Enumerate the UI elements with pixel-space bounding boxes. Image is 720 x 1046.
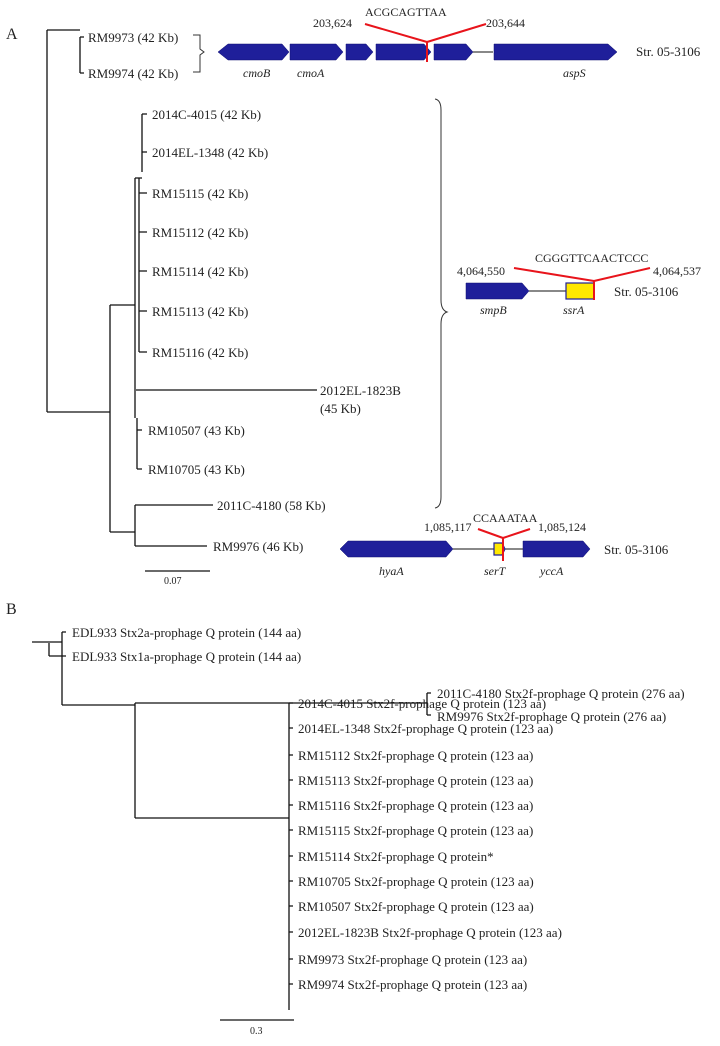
insertion-marker-1	[364, 23, 487, 62]
bracket-rm997x	[193, 34, 205, 73]
insertion-3-seq: CCAAATAA	[473, 511, 538, 525]
taxon-a-label: RM15113 (42 Kb)	[152, 304, 248, 319]
gene-arrow-cmoB	[217, 43, 290, 61]
scale-bar-a-label: 0.07	[164, 576, 182, 587]
taxon-a-label: 2012EL-1823B	[320, 383, 401, 398]
gene-label-smpB: smpB	[480, 303, 507, 317]
taxon-b-label: RM15112 Stx2f-prophage Q protein (123 aa…	[298, 748, 533, 763]
tree-b-leaf-ticks	[289, 702, 293, 985]
taxon-b-label: RM9973 Stx2f-prophage Q protein (123 aa)	[298, 952, 527, 967]
tree-b-123aa-clade	[135, 703, 290, 1010]
taxon-b-label: RM15116 Stx2f-prophage Q protein (123 aa…	[298, 798, 533, 813]
insertion-1-right: 203,644	[486, 16, 525, 30]
gene-box-ssrA	[565, 282, 595, 300]
insertion-site-3: CCAAATAA 1,085,117 1,085,124 Str. 05-310…	[339, 511, 669, 578]
gene-label-cmoB: cmoB	[243, 66, 271, 80]
insertion-site-1: ACGCAGTTAA 203,624 203,644 Str. 05-3106 …	[217, 5, 701, 80]
taxon-a-label: RM10705 (43 Kb)	[148, 462, 245, 477]
taxon-b-label: 2012EL-1823B Stx2f-prophage Q protein (1…	[298, 925, 562, 940]
insertion-marker-2	[513, 267, 651, 300]
gene-label-hyaA: hyaA	[379, 564, 404, 578]
gene-arrow-5	[433, 43, 474, 61]
tree-a-bottom-pair	[134, 504, 213, 547]
taxon-a-label: 2014EL-1348 (42 Kb)	[152, 145, 268, 160]
taxon-b-label: RM9974 Stx2f-prophage Q protein (123 aa)	[298, 977, 527, 992]
gene-arrow-4	[375, 43, 432, 61]
gene-label-yccA: yccA	[539, 564, 564, 578]
taxon-a-label: 2011C-4180 (58 Kb)	[217, 498, 326, 513]
gene-label-aspS: aspS	[563, 66, 586, 80]
taxon-a-label: RM15112 (42 Kb)	[152, 225, 248, 240]
gene-arrow-aspS	[493, 43, 618, 61]
tree-a-2014-clade	[135, 113, 147, 179]
taxon-b-label: 2014C-4015 Stx2f-prophage Q protein (123…	[298, 696, 546, 711]
taxon-b-label: 2014EL-1348 Stx2f-prophage Q protein (12…	[298, 721, 553, 736]
tree-b-276aa-clade	[135, 692, 431, 716]
panel-a-label: A	[6, 26, 18, 43]
gene-arrow-yccA	[522, 540, 591, 558]
taxon-b-label: 2011C-4180 Stx2f-prophage Q protein (276…	[437, 686, 685, 701]
taxon-a-label: RM9974 (42 Kb)	[88, 66, 178, 81]
taxon-b-label: RM9976 Stx2f-prophage Q protein (276 aa)	[437, 709, 666, 724]
gene-arrow-hyaA	[339, 540, 454, 558]
tree-a-rm997x-clade	[79, 36, 84, 74]
taxon-a-label: RM15114 (42 Kb)	[152, 264, 248, 279]
gene-arrow-3	[345, 43, 374, 61]
tree-a-lower-node	[109, 304, 135, 533]
taxon-a-label: RM9976 (46 Kb)	[213, 539, 303, 554]
taxon-b-label: RM10507 Stx2f-prophage Q protein (123 aa…	[298, 899, 534, 914]
scale-bar-b-label: 0.3	[250, 1026, 263, 1037]
insertion-3-right: 1,085,124	[538, 520, 586, 534]
taxon-b-label: EDL933 Stx1a-prophage Q protein (144 aa)	[72, 649, 301, 664]
gene-label-serT: serT	[484, 564, 507, 578]
insertion-2-right: 4,064,537	[653, 264, 701, 278]
tree-b	[32, 631, 431, 1021]
gene-label-ssrA: ssrA	[563, 303, 585, 317]
bracket-big-clade	[434, 98, 449, 509]
insertion-3-left: 1,085,117	[424, 520, 472, 534]
tree-a-rm107-clade	[136, 418, 142, 470]
tree-a-root	[46, 29, 110, 413]
taxon-a-label: RM10507 (43 Kb)	[148, 423, 245, 438]
taxon-a-label: RM9973 (42 Kb)	[88, 30, 178, 45]
gene-arrow-cmoA	[289, 43, 344, 61]
insertion-1-left: 203,624	[313, 16, 352, 30]
taxon-b-label: RM15113 Stx2f-prophage Q protein (123 aa…	[298, 773, 533, 788]
insertion-2-seq: CGGGTTCAACTCCC	[535, 251, 648, 265]
tree-b-root	[61, 631, 66, 705]
insertion-marker-3	[477, 528, 531, 561]
insertion-2-strain: Str. 05-3106	[614, 284, 679, 299]
taxon-b-label: RM15115 Stx2f-prophage Q protein (123 aa…	[298, 823, 533, 838]
taxon-b-label: RM10705 Stx2f-prophage Q protein (123 aa…	[298, 874, 534, 889]
taxon-b-label: EDL933 Stx2a-prophage Q protein (144 aa)	[72, 625, 301, 640]
tree-a	[46, 29, 317, 572]
insertion-site-2: CGGGTTCAACTCCC 4,064,550 4,064,537 Str. …	[457, 251, 701, 317]
tree-a-rm151-clade	[138, 178, 147, 353]
taxon-b-label: RM15114 Stx2f-prophage Q protein*	[298, 849, 494, 864]
taxon-a-label: RM15115 (42 Kb)	[152, 186, 248, 201]
gene-arrow-smpB	[465, 282, 530, 300]
insertion-1-strain: Str. 05-3106	[636, 44, 701, 59]
tree-b-edl-clade	[48, 643, 66, 657]
taxon-a-label: RM15116 (42 Kb)	[152, 345, 248, 360]
insertion-1-seq: ACGCAGTTAA	[365, 5, 447, 19]
taxon-a-label: 2014C-4015 (42 Kb)	[152, 107, 261, 122]
taxon-a-label: (45 Kb)	[320, 401, 361, 416]
gene-label-cmoA: cmoA	[297, 66, 325, 80]
insertion-3-strain: Str. 05-3106	[604, 542, 669, 557]
insertion-2-left: 4,064,550	[457, 264, 505, 278]
panel-b-label: B	[6, 601, 17, 618]
